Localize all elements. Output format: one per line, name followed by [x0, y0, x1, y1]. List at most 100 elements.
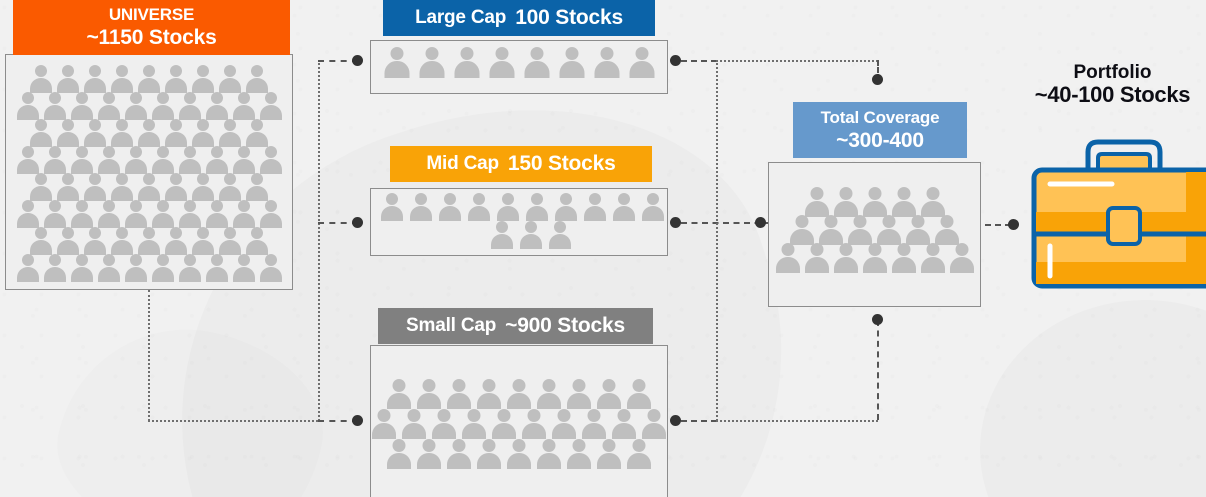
connector-coverage-to-portfolio [985, 224, 1011, 226]
person-icon [14, 146, 41, 174]
person-icon [82, 173, 109, 201]
person-icon [190, 227, 217, 255]
person-icon [493, 193, 522, 221]
person-icon [176, 254, 203, 282]
person-icon [257, 254, 284, 282]
person-icon [55, 65, 82, 93]
person-icon [203, 92, 230, 120]
person-icon [406, 193, 435, 221]
connector-dot-small-cap-out [670, 415, 681, 426]
person-icon [14, 254, 41, 282]
large-cap-count: 100 Stocks [515, 6, 623, 29]
person-icon [68, 254, 95, 282]
person-icon [459, 409, 489, 439]
person-icon [95, 200, 122, 228]
person-icon [176, 200, 203, 228]
person-icon [55, 119, 82, 147]
person-icon [639, 409, 669, 439]
person-icon [594, 379, 624, 409]
universe-header: UNIVERSE ~1150 Stocks [13, 0, 290, 55]
person-icon [203, 146, 230, 174]
people-row [14, 65, 284, 93]
people-row [775, 243, 974, 273]
person-icon [487, 221, 516, 249]
people-row [785, 187, 964, 217]
universe-count: ~1150 Stocks [86, 26, 217, 49]
watermark-shape [40, 305, 340, 497]
person-icon [217, 119, 244, 147]
mid-cap-header: Mid Cap 150 Stocks [390, 146, 652, 182]
person-icon [534, 379, 564, 409]
watermark-shape [980, 300, 1206, 497]
person-icon [136, 65, 163, 93]
large-cap-panel [370, 40, 668, 94]
people-row [14, 227, 284, 255]
person-icon [504, 379, 534, 409]
person-icon [554, 47, 589, 78]
person-icon [624, 439, 654, 469]
mid-cap-panel [370, 188, 668, 256]
person-icon [788, 215, 817, 245]
person-icon [82, 65, 109, 93]
person-icon [257, 200, 284, 228]
people-row [14, 173, 284, 201]
person-icon [163, 227, 190, 255]
person-icon [163, 173, 190, 201]
universe-people [14, 65, 284, 282]
person-icon [41, 254, 68, 282]
person-icon [28, 227, 55, 255]
person-icon [464, 193, 493, 221]
person-icon [244, 119, 271, 147]
connector-dot-coverage-top [872, 74, 883, 85]
connector-dot-large-cap-out [670, 55, 681, 66]
person-icon [68, 92, 95, 120]
universe-panel [5, 54, 293, 290]
person-icon [82, 227, 109, 255]
person-icon [190, 119, 217, 147]
person-icon [28, 119, 55, 147]
person-icon [190, 65, 217, 93]
person-icon [444, 439, 474, 469]
person-icon [580, 193, 609, 221]
person-icon [14, 92, 41, 120]
person-icon [831, 187, 860, 217]
mid-cap-count: 150 Stocks [507, 152, 616, 175]
mid-cap-label: Mid Cap [426, 153, 499, 174]
person-icon [802, 187, 831, 217]
small-cap-header: Small Cap ~900 Stocks [378, 308, 653, 344]
person-icon [638, 193, 667, 221]
person-icon [414, 47, 449, 78]
person-icon [149, 146, 176, 174]
connector-universe-down [148, 290, 150, 421]
person-icon [831, 243, 860, 273]
person-icon [384, 439, 414, 469]
briefcase-icon [1026, 130, 1206, 290]
connector-branch-large-cap [318, 60, 358, 62]
person-icon [846, 215, 875, 245]
person-icon [136, 227, 163, 255]
person-icon [163, 65, 190, 93]
large-cap-label: Large Cap [415, 7, 507, 28]
coverage-header: Total Coverage ~300-400 [793, 102, 967, 158]
person-icon [545, 221, 574, 249]
person-icon [489, 409, 519, 439]
person-icon [230, 254, 257, 282]
connector-dot-mid-cap-in [352, 217, 363, 228]
large-cap-header: Large Cap 100 Stocks [383, 0, 655, 36]
people-row [377, 47, 661, 78]
connector-coverage-top-rail [716, 60, 878, 62]
person-icon [889, 187, 918, 217]
person-icon [14, 200, 41, 228]
person-icon [176, 92, 203, 120]
person-icon [257, 92, 284, 120]
person-icon [429, 409, 459, 439]
small-cap-panel [370, 345, 668, 497]
person-icon [549, 409, 579, 439]
mid-cap-people [377, 193, 664, 249]
person-icon [122, 254, 149, 282]
person-icon [444, 379, 474, 409]
person-icon [534, 439, 564, 469]
people-row [14, 119, 284, 147]
coverage-count: ~300-400 [836, 129, 924, 152]
